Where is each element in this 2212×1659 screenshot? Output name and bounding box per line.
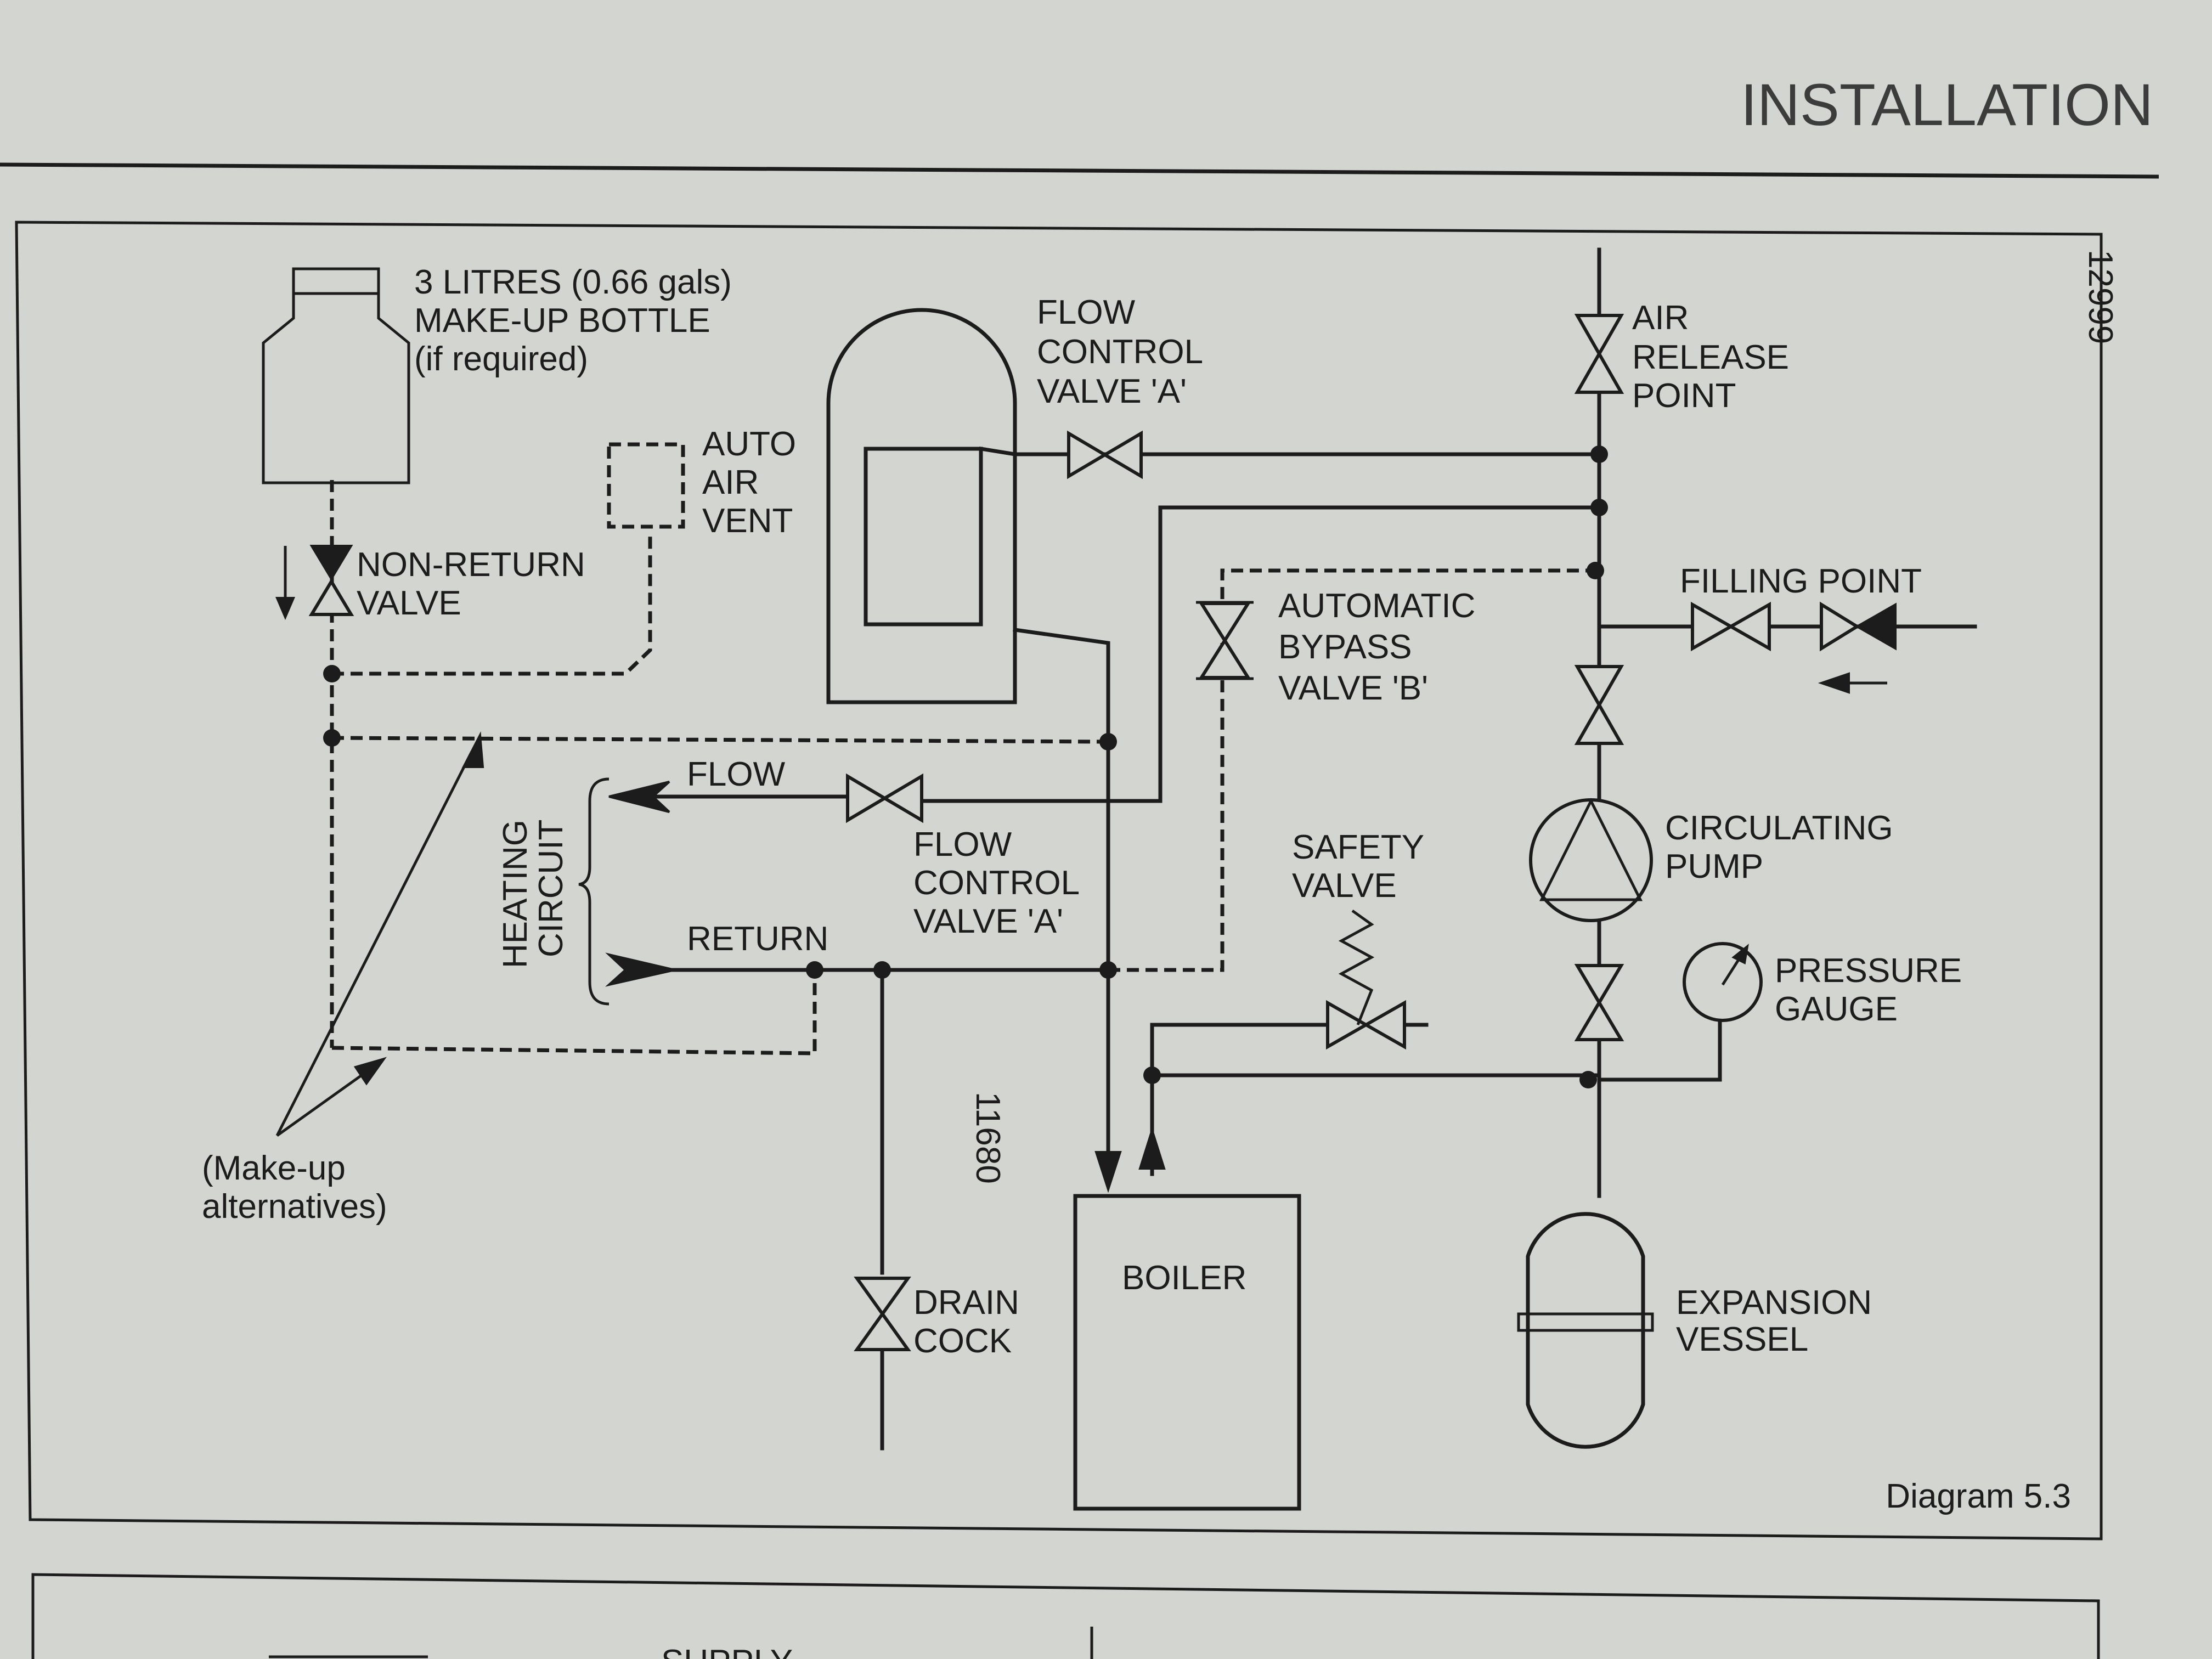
heating-circuit-brace: [578, 777, 610, 1006]
makeup-alternatives-label: (Make-up alternatives): [202, 1149, 387, 1226]
non-return-valve-label: NON-RETURN VALVE: [357, 546, 585, 622]
return-arrow-icon: [605, 952, 675, 987]
svg-text:(if required): (if required): [414, 340, 588, 378]
auto-air-vent-label: AUTO AIR VENT: [702, 425, 796, 540]
svg-text:AUTO: AUTO: [702, 425, 796, 463]
flow-arrow-icon: [608, 781, 670, 813]
circulating-pump-label: CIRCULATING PUMP: [1665, 809, 1893, 885]
drain-cock-icon: [854, 1277, 911, 1351]
svg-text:GAUGE: GAUGE: [1775, 990, 1898, 1028]
svg-text:VALVE 'A': VALVE 'A': [1037, 373, 1187, 410]
makeup-bottle-label: 3 LITRES (0.66 gals) MAKE-UP BOTTLE (if …: [414, 263, 732, 378]
safety-valve-label: SAFETY VALVE: [1292, 828, 1424, 905]
flow-control-valve-top-label: FLOW CONTROL VALVE 'A': [1037, 294, 1203, 410]
makeup-alternatives-pointers: [275, 731, 484, 1137]
svg-text:PRESSURE: PRESSURE: [1775, 952, 1962, 990]
non-return-valve-icon: [275, 545, 354, 620]
air-release-point-label: AIR RELEASE POINT: [1632, 299, 1789, 415]
next-section-label: SUPPLY: [661, 1643, 793, 1659]
header-rule: [0, 162, 2159, 179]
return-label: RETURN: [687, 920, 828, 958]
svg-text:PUMP: PUMP: [1665, 848, 1763, 885]
svg-text:RELEASE: RELEASE: [1632, 338, 1789, 376]
automatic-bypass-valve-icon: [1196, 601, 1254, 680]
air-release-valve-icon: [1574, 314, 1624, 394]
reference-number-mid: 11680: [969, 1092, 1007, 1184]
expansion-vessel-label: EXPANSION VESSEL: [1676, 1284, 1872, 1358]
flow-label: FLOW: [687, 755, 786, 793]
heating-circuit-label: HEATING CIRCUIT: [496, 820, 570, 968]
makeup-bottle-icon: [262, 267, 410, 484]
svg-text:VALVE 'A': VALVE 'A': [913, 902, 1063, 940]
svg-text:DRAIN: DRAIN: [913, 1284, 1019, 1322]
svg-text:HEATING: HEATING: [496, 820, 534, 968]
pressure-gauge-icon: [1683, 942, 1763, 1022]
filling-direction-arrow-icon: [1818, 672, 1887, 694]
svg-text:3 LITRES (0.66 gals): 3 LITRES (0.66 gals): [414, 263, 732, 301]
circulating-pump-icon: [1529, 798, 1653, 922]
svg-text:VESSEL: VESSEL: [1676, 1321, 1808, 1358]
boiler-outlet-arrow-icon: [1138, 1126, 1166, 1170]
svg-text:MAKE-UP BOTTLE: MAKE-UP BOTTLE: [414, 302, 710, 340]
svg-text:(Make-up: (Make-up: [202, 1149, 346, 1187]
svg-text:AIR: AIR: [702, 464, 759, 501]
filling-valve-icon: [1691, 601, 1771, 652]
svg-text:SAFETY: SAFETY: [1292, 828, 1424, 866]
drain-cock-label: DRAIN COCK: [913, 1284, 1019, 1360]
svg-text:AIR: AIR: [1632, 299, 1689, 337]
boiler-label: BOILER: [1122, 1259, 1246, 1297]
svg-text:CIRCUIT: CIRCUIT: [532, 820, 570, 957]
safety-valve-icon: [1326, 909, 1406, 1050]
hot-water-cylinder-icon: [826, 308, 1018, 704]
svg-text:CONTROL: CONTROL: [1037, 333, 1203, 371]
diagram-frame: [15, 221, 2103, 1541]
svg-text:FLOW: FLOW: [913, 826, 1012, 864]
filling-point-label: FILLING POINT: [1680, 562, 1922, 600]
flow-control-valve-mid-icon: [846, 773, 923, 823]
junction-dots: [323, 445, 1608, 1088]
svg-text:FLOW: FLOW: [1037, 294, 1136, 331]
next-section-frame: [31, 1573, 2100, 1659]
svg-text:NON-RETURN: NON-RETURN: [357, 546, 585, 584]
svg-text:VALVE: VALVE: [357, 584, 461, 622]
svg-text:CONTROL: CONTROL: [913, 864, 1080, 902]
automatic-bypass-valve-label: AUTOMATIC BYPASS VALVE 'B': [1278, 587, 1475, 707]
expansion-vessel-icon: [1517, 1212, 1654, 1449]
isolation-valve-lower-icon: [1574, 964, 1624, 1041]
svg-text:BYPASS: BYPASS: [1278, 628, 1412, 666]
diagram-caption: Diagram 5.3: [1886, 1477, 2071, 1515]
reference-number-top: 12999: [2081, 250, 2119, 344]
svg-text:VENT: VENT: [702, 502, 793, 540]
isolation-valve-upper-icon: [1574, 665, 1624, 745]
svg-text:POINT: POINT: [1632, 377, 1736, 415]
flow-control-valve-top-icon: [1067, 430, 1143, 479]
svg-text:VALVE: VALVE: [1292, 867, 1397, 905]
svg-text:VALVE 'B': VALVE 'B': [1278, 669, 1428, 707]
svg-text:EXPANSION: EXPANSION: [1676, 1284, 1872, 1322]
svg-text:COCK: COCK: [913, 1322, 1012, 1360]
pressure-gauge-label: PRESSURE GAUGE: [1775, 952, 1962, 1028]
boiler-icon: [1073, 1194, 1301, 1511]
filling-check-valve-icon: [1820, 601, 1897, 652]
flow-control-valve-mid-label: FLOW CONTROL VALVE 'A': [913, 826, 1080, 940]
svg-text:AUTOMATIC: AUTOMATIC: [1278, 587, 1475, 625]
svg-text:CIRCULATING: CIRCULATING: [1665, 809, 1893, 847]
section-title: INSTALLATION: [1741, 71, 2153, 138]
boiler-inlet-arrow-icon: [1094, 1151, 1122, 1193]
svg-text:alternatives): alternatives): [202, 1188, 387, 1226]
